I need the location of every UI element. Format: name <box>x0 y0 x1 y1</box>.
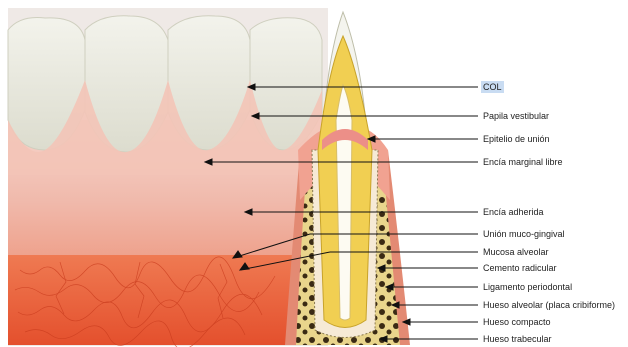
label-union-muco-gingival: Unión muco-gingival <box>483 228 565 240</box>
label-mucosa-alveolar: Mucosa alveolar <box>483 246 549 258</box>
label-encia-marginal-libre: Encía marginal libre <box>483 156 563 168</box>
label-cemento-radicular: Cemento radicular <box>483 262 557 274</box>
label-hueso-compacto: Hueso compacto <box>483 316 551 328</box>
label-papila-vestibular: Papila vestibular <box>483 110 549 122</box>
label-hueso-trabecular: Hueso trabecular <box>483 333 552 345</box>
label-encia-adherida: Encía adherida <box>483 206 544 218</box>
label-epitelio-de-union: Epitelio de unión <box>483 133 550 145</box>
label-ligamento-periodontal: Ligamento periodontal <box>483 281 572 293</box>
label-col: COL <box>481 81 504 93</box>
label-hueso-alveolar: Hueso alveolar (placa cribiforme) <box>483 299 615 311</box>
